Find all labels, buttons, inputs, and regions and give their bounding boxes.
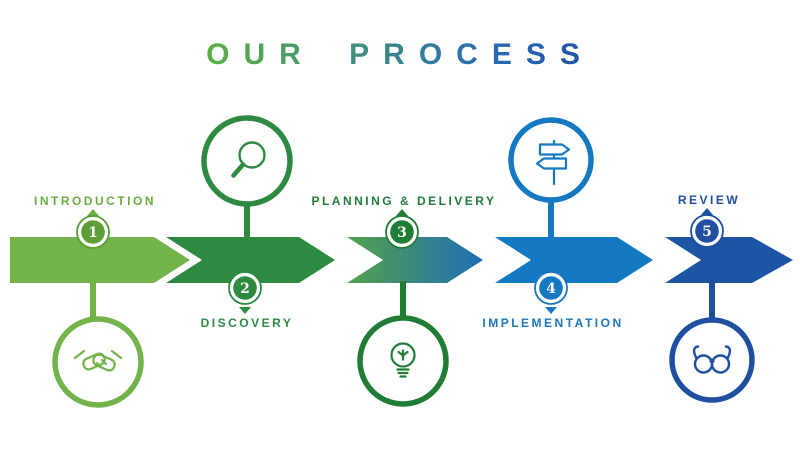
label-review: REVIEW	[678, 193, 740, 207]
magnifier-icon	[231, 141, 266, 178]
caret-up-3	[396, 209, 408, 216]
caret-up-1	[87, 209, 99, 216]
signpost-icon	[535, 139, 571, 186]
caret-down-2	[239, 307, 251, 314]
caret-down-4	[545, 307, 557, 314]
stem-review	[709, 281, 715, 321]
magnifier-circle	[201, 115, 293, 207]
arrow-timeline	[10, 237, 793, 283]
label-implementation: IMPLEMENTATION	[482, 316, 623, 330]
label-planning-delivery: PLANNING & DELIVERY	[311, 194, 496, 208]
step-node-1: 1	[76, 215, 110, 249]
stem-planning	[400, 281, 406, 321]
handshake-circle	[52, 316, 144, 408]
node-number: 4	[546, 281, 556, 297]
arrow-segment-1	[10, 237, 190, 283]
node-disk	[390, 220, 414, 244]
stem-implementation	[548, 198, 554, 238]
node-number: 1	[88, 225, 98, 241]
node-number: 5	[702, 224, 712, 240]
node-disk	[695, 219, 719, 243]
lightbulb-circle	[357, 315, 449, 407]
page-title: OUR PROCESS	[206, 38, 594, 71]
arrow-segment-2	[166, 237, 335, 283]
label-discovery: DISCOVERY	[201, 316, 294, 330]
arrow-segment-4	[495, 237, 653, 283]
connector-stems	[90, 198, 715, 321]
handshake-icon	[73, 349, 123, 372]
node-number: 3	[397, 225, 407, 241]
lightbulb-icon	[390, 342, 416, 378]
step-node-2: 2	[228, 271, 262, 305]
node-disk	[539, 276, 563, 300]
arrow-segment-3	[347, 237, 483, 283]
step-node-3: 3	[385, 215, 419, 249]
stem-discovery	[244, 202, 250, 238]
caret-up-5	[701, 208, 713, 215]
node-disk	[81, 220, 105, 244]
label-introduction: INTRODUCTION	[34, 194, 156, 208]
step-nodes: 1 2 3 4 5	[76, 214, 724, 305]
icon-circles	[52, 115, 755, 408]
step-labels: INTRODUCTION DISCOVERY PLANNING & DELIVE…	[34, 193, 740, 330]
step-node-5: 5	[690, 214, 724, 248]
stem-introduction	[90, 281, 96, 321]
caret-markers	[87, 208, 713, 314]
glasses-icon	[692, 345, 732, 374]
node-number: 2	[240, 281, 250, 297]
node-disk	[233, 276, 257, 300]
step-node-4: 4	[534, 271, 568, 305]
arrow-segment-5	[665, 237, 793, 283]
